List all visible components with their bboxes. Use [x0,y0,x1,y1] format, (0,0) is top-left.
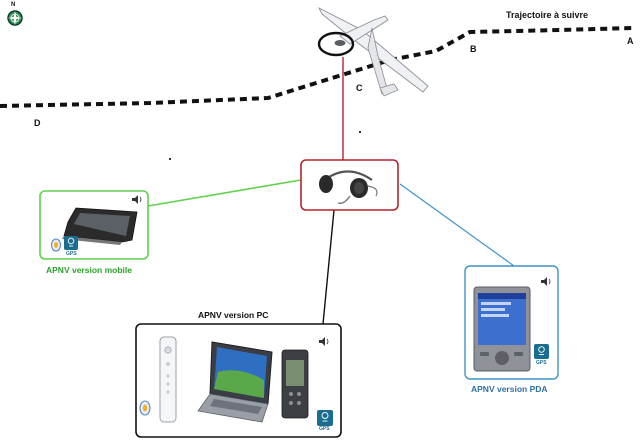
pda-version-caption: APNV version PDA [471,384,548,394]
gps-icon [64,236,78,250]
link-hub-pda [399,183,515,267]
point-label-d: D [34,118,41,128]
gps-icon [317,410,333,426]
stray-dot [169,158,171,160]
gps-badge-label: GPS [66,251,77,257]
speaker-icon [541,277,551,286]
trajectory-path [0,26,633,108]
point-label-c: C [356,83,363,93]
point-label-b: B [470,44,477,54]
compass-icon [7,10,23,26]
speaker-icon [132,195,142,204]
laptop-image [197,341,273,423]
audio-hub-box [300,159,399,211]
wiimote-image [159,336,177,423]
stray-dot [359,131,361,133]
wiimote-icon [139,400,151,416]
point-label-a: A [627,36,634,46]
compass-north-label: N [11,2,16,8]
smartphone-image [62,207,138,245]
pda-image [473,286,531,372]
gps-icon [534,344,549,359]
trajectory-title: Trajectoire à suivre [506,10,589,20]
wiimote-icon [50,238,62,252]
speaker-icon [319,337,329,346]
glider-image [317,6,429,97]
link-hub-mobile [147,179,302,207]
link-hub-pc [322,209,335,325]
gps-device-image [281,349,309,419]
gps-badge-label: GPS [319,426,330,432]
headset-image [319,170,378,205]
pc-version-caption: APNV version PC [198,310,269,320]
glider-highlight-ring [317,31,355,57]
gps-badge-label: GPS [536,360,547,366]
mobile-version-caption: APNV version mobile [46,265,132,275]
